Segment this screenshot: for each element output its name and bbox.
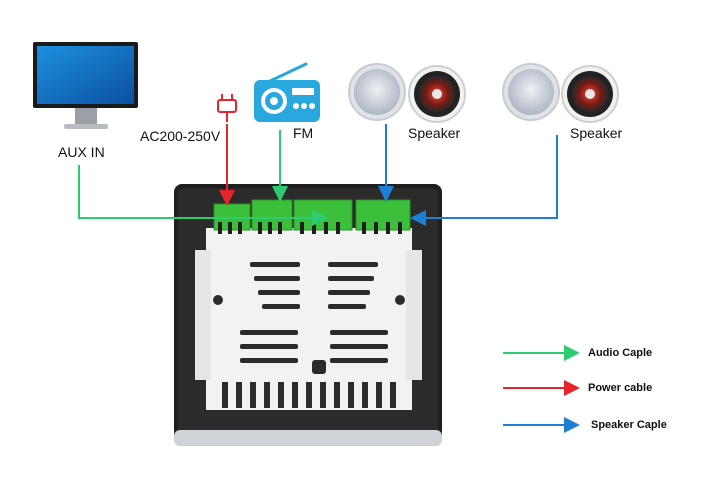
- fm-label: FM: [293, 125, 314, 141]
- power-plug-icon: [217, 94, 237, 122]
- monitor-icon: [33, 42, 138, 129]
- legend-speaker-label: Speaker Caple: [591, 419, 667, 431]
- radio-icon: [254, 62, 320, 122]
- speaker-label-1: Speaker: [408, 125, 461, 141]
- speaker-cable-2: [410, 135, 558, 226]
- amplifier-panel: [174, 184, 442, 446]
- ceiling-speaker-icon: [348, 63, 466, 123]
- ceiling-speaker-icon: [502, 63, 619, 123]
- audio-cable-aux: [78, 165, 328, 226]
- legend-power-label: Power cable: [588, 382, 653, 394]
- legend-audio-label: Audio Caple: [588, 347, 653, 359]
- aux-in-label: AUX IN: [58, 144, 105, 160]
- ac-power-label: AC200-250V: [140, 128, 221, 144]
- speaker-label-2: Speaker: [570, 125, 623, 141]
